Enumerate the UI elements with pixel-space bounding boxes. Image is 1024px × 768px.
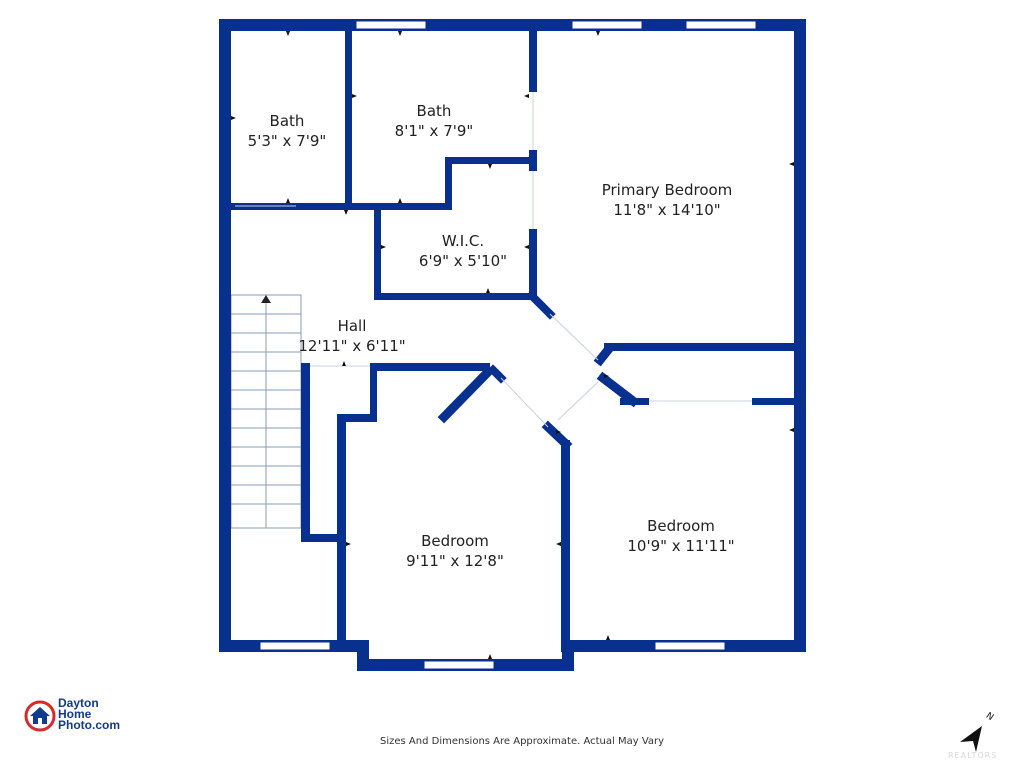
dayton-home-photo-logo: Dayton Home Photo.com bbox=[24, 696, 164, 738]
room-name: Bath bbox=[416, 102, 452, 120]
house-logo-icon bbox=[24, 700, 56, 732]
room-dimensions: 10'9" x 11'11" bbox=[627, 537, 735, 555]
room-label-bath-1: Bath 5'3" x 7'9" bbox=[248, 111, 327, 151]
disclaimer-note: Sizes And Dimensions Are Approximate. Ac… bbox=[380, 736, 665, 747]
dimension-marks bbox=[231, 31, 794, 659]
north-arrow-icon bbox=[960, 726, 982, 752]
door-openings bbox=[235, 92, 752, 428]
room-label-primary-bedroom: Primary Bedroom 11'8" x 14'10" bbox=[602, 180, 733, 220]
room-label-bedroom-1: Bedroom 9'11" x 12'8" bbox=[406, 531, 504, 571]
stair-arrow-icon bbox=[261, 295, 271, 303]
logo-line-3: Photo.com bbox=[58, 718, 120, 732]
windows bbox=[259, 20, 757, 670]
room-dimensions: 12'11" x 6'11" bbox=[298, 337, 406, 355]
room-label-bedroom-2: Bedroom 10'9" x 11'11" bbox=[627, 516, 734, 556]
room-name: Bedroom bbox=[421, 532, 489, 550]
room-name: Primary Bedroom bbox=[601, 181, 733, 199]
room-dimensions: 11'8" x 14'10" bbox=[613, 201, 721, 219]
stairs bbox=[230, 294, 302, 529]
room-name: Bath bbox=[269, 112, 305, 130]
logo-line-1: Dayton bbox=[58, 696, 99, 710]
room-dimensions: 9'11" x 12'8" bbox=[406, 552, 504, 570]
compass: N bbox=[956, 711, 996, 758]
room-label-wic: W.I.C. 6'9" x 5'10" bbox=[419, 231, 507, 271]
room-label-bath-2: Bath 8'1" x 7'9" bbox=[395, 101, 474, 141]
room-dimensions: 5'3" x 7'9" bbox=[247, 132, 327, 150]
room-name: W.I.C. bbox=[441, 232, 485, 250]
diagonal-walls bbox=[437, 291, 640, 451]
watermark: REALTORS bbox=[948, 751, 998, 760]
room-name: Bedroom bbox=[647, 517, 715, 535]
room-name: Hall bbox=[337, 317, 367, 335]
room-label-hall: Hall 12'11" x 6'11" bbox=[298, 316, 405, 356]
room-dimensions: 6'9" x 5'10" bbox=[418, 252, 508, 270]
room-dimensions: 8'1" x 7'9" bbox=[394, 122, 474, 140]
logo-line-2: Home bbox=[58, 707, 92, 721]
